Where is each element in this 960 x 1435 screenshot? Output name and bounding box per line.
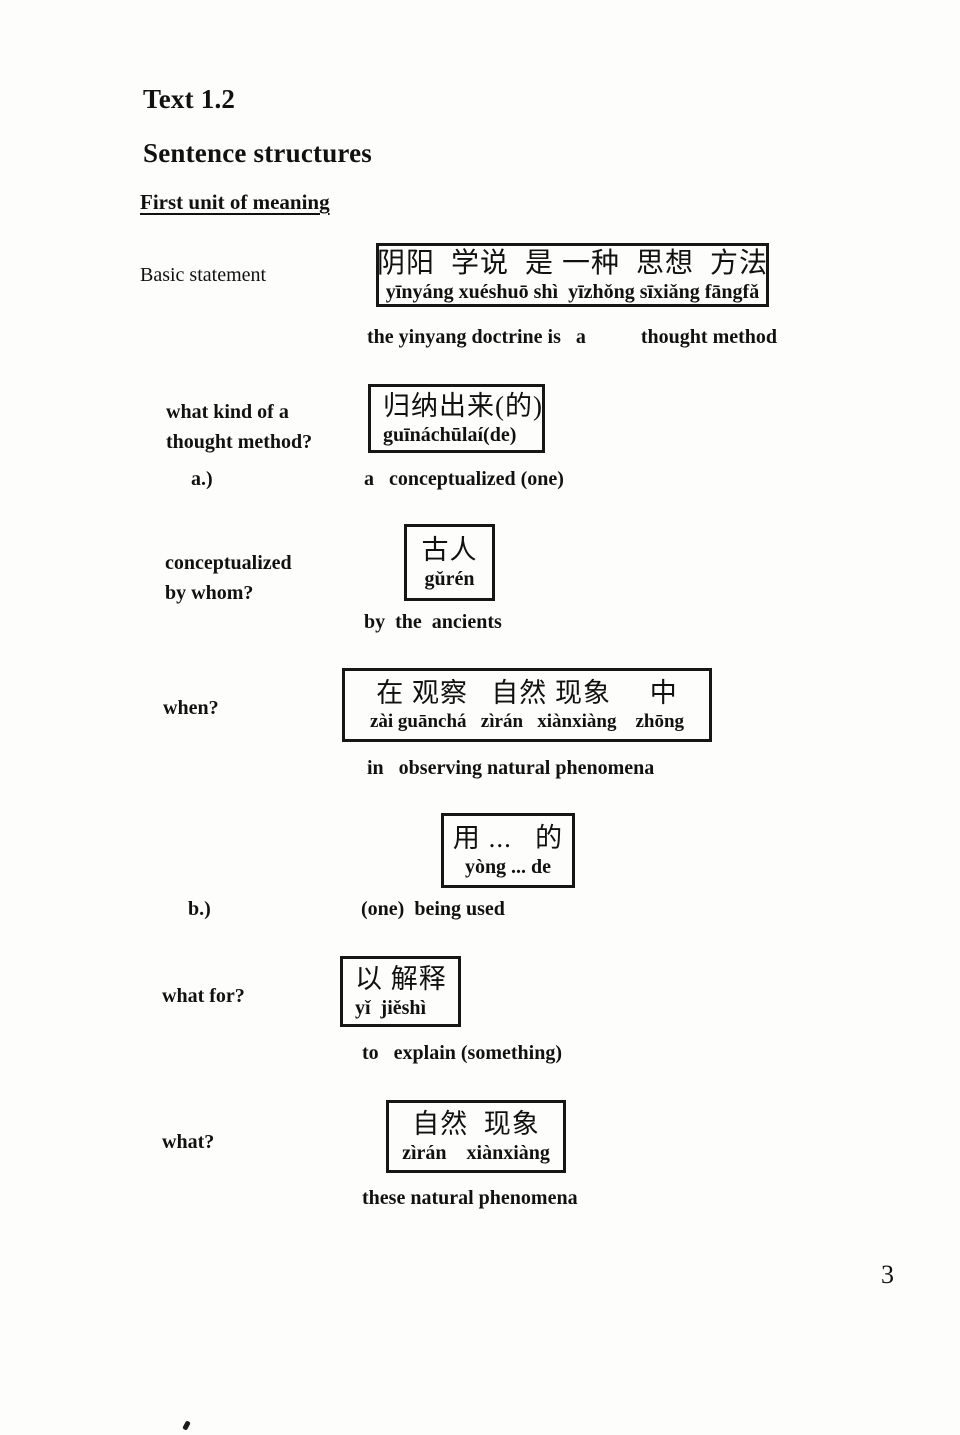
- chinese-box-observing: 在 观察 自然 现象 中 zài guānchá zìrán xiànxiàng…: [342, 668, 712, 742]
- label-line: conceptualized: [165, 552, 292, 574]
- list-marker-a: a.): [191, 468, 213, 490]
- label-line: by whom?: [165, 582, 254, 604]
- pinyin-text: yīnyáng xuéshuō shì yīzhǒng sīxiǎng fāng…: [385, 280, 760, 303]
- gloss-explain: to explain (something): [362, 1042, 562, 1064]
- pinyin-text: yǐ jiěshì: [355, 997, 427, 1019]
- chinese-text: 用 ... 的: [452, 823, 564, 853]
- chinese-text: 阴阳 学说 是 一种 思想 方法: [377, 247, 769, 279]
- chinese-box-being-used: 用 ... 的 yòng ... de: [441, 813, 575, 888]
- section-heading: First unit of meaning: [140, 190, 330, 214]
- page-title: Text 1.2: [143, 84, 236, 114]
- pinyin-text: zìrán xiànxiàng: [402, 1142, 550, 1164]
- row-label-by-whom: conceptualized by whom?: [165, 548, 292, 608]
- row-label-what: what?: [162, 1131, 215, 1153]
- chinese-box-ancients: 古人 gǔrén: [404, 524, 495, 601]
- gloss-being-used: (one) being used: [361, 898, 505, 920]
- row-label-what-for: what for?: [162, 985, 245, 1007]
- gloss-ancients: by the ancients: [364, 611, 502, 633]
- chinese-text: 古人: [421, 535, 478, 565]
- pinyin-text: gǔrén: [424, 568, 475, 590]
- row-label-when: when?: [163, 697, 219, 719]
- pinyin-text: guīnáchūlaí(de): [383, 424, 517, 446]
- page-number: 3: [881, 1260, 894, 1289]
- chinese-text: 自然 现象: [412, 1109, 540, 1139]
- chinese-text: 归纳出来(的): [383, 391, 543, 421]
- chinese-box-basic-statement: 阴阳 学说 是 一种 思想 方法 yīnyáng xuéshuō shì yīz…: [376, 243, 769, 307]
- page-subtitle: Sentence structures: [143, 138, 373, 168]
- gloss-observing: in observing natural phenomena: [367, 757, 655, 779]
- chinese-text: 以 解释: [355, 964, 447, 994]
- chinese-box-explain: 以 解释 yǐ jiěshì: [340, 956, 461, 1027]
- list-marker-b: b.): [188, 898, 211, 920]
- chinese-text: 在 观察 自然 现象 中: [376, 677, 678, 708]
- row-label-what-kind: what kind of a thought method?: [166, 397, 312, 457]
- gloss-phenomena: these natural phenomena: [362, 1187, 578, 1209]
- pinyin-text: yòng ... de: [464, 856, 552, 878]
- chinese-box-conceptualized: 归纳出来(的) guīnáchūlaí(de): [368, 384, 545, 453]
- chinese-box-phenomena: 自然 现象 zìrán xiànxiàng: [386, 1100, 566, 1173]
- label-line: thought method?: [166, 431, 313, 453]
- pinyin-text: zài guānchá zìrán xiànxiàng zhōng: [369, 710, 685, 732]
- gloss-basic-statement: the yinyang doctrine is a thought method: [367, 326, 778, 348]
- row-label-basic-statement: Basic statement: [140, 264, 267, 286]
- ink-speck: [182, 1420, 191, 1431]
- gloss-conceptualized: a conceptualized (one): [364, 468, 564, 490]
- label-line: what kind of a: [166, 401, 289, 423]
